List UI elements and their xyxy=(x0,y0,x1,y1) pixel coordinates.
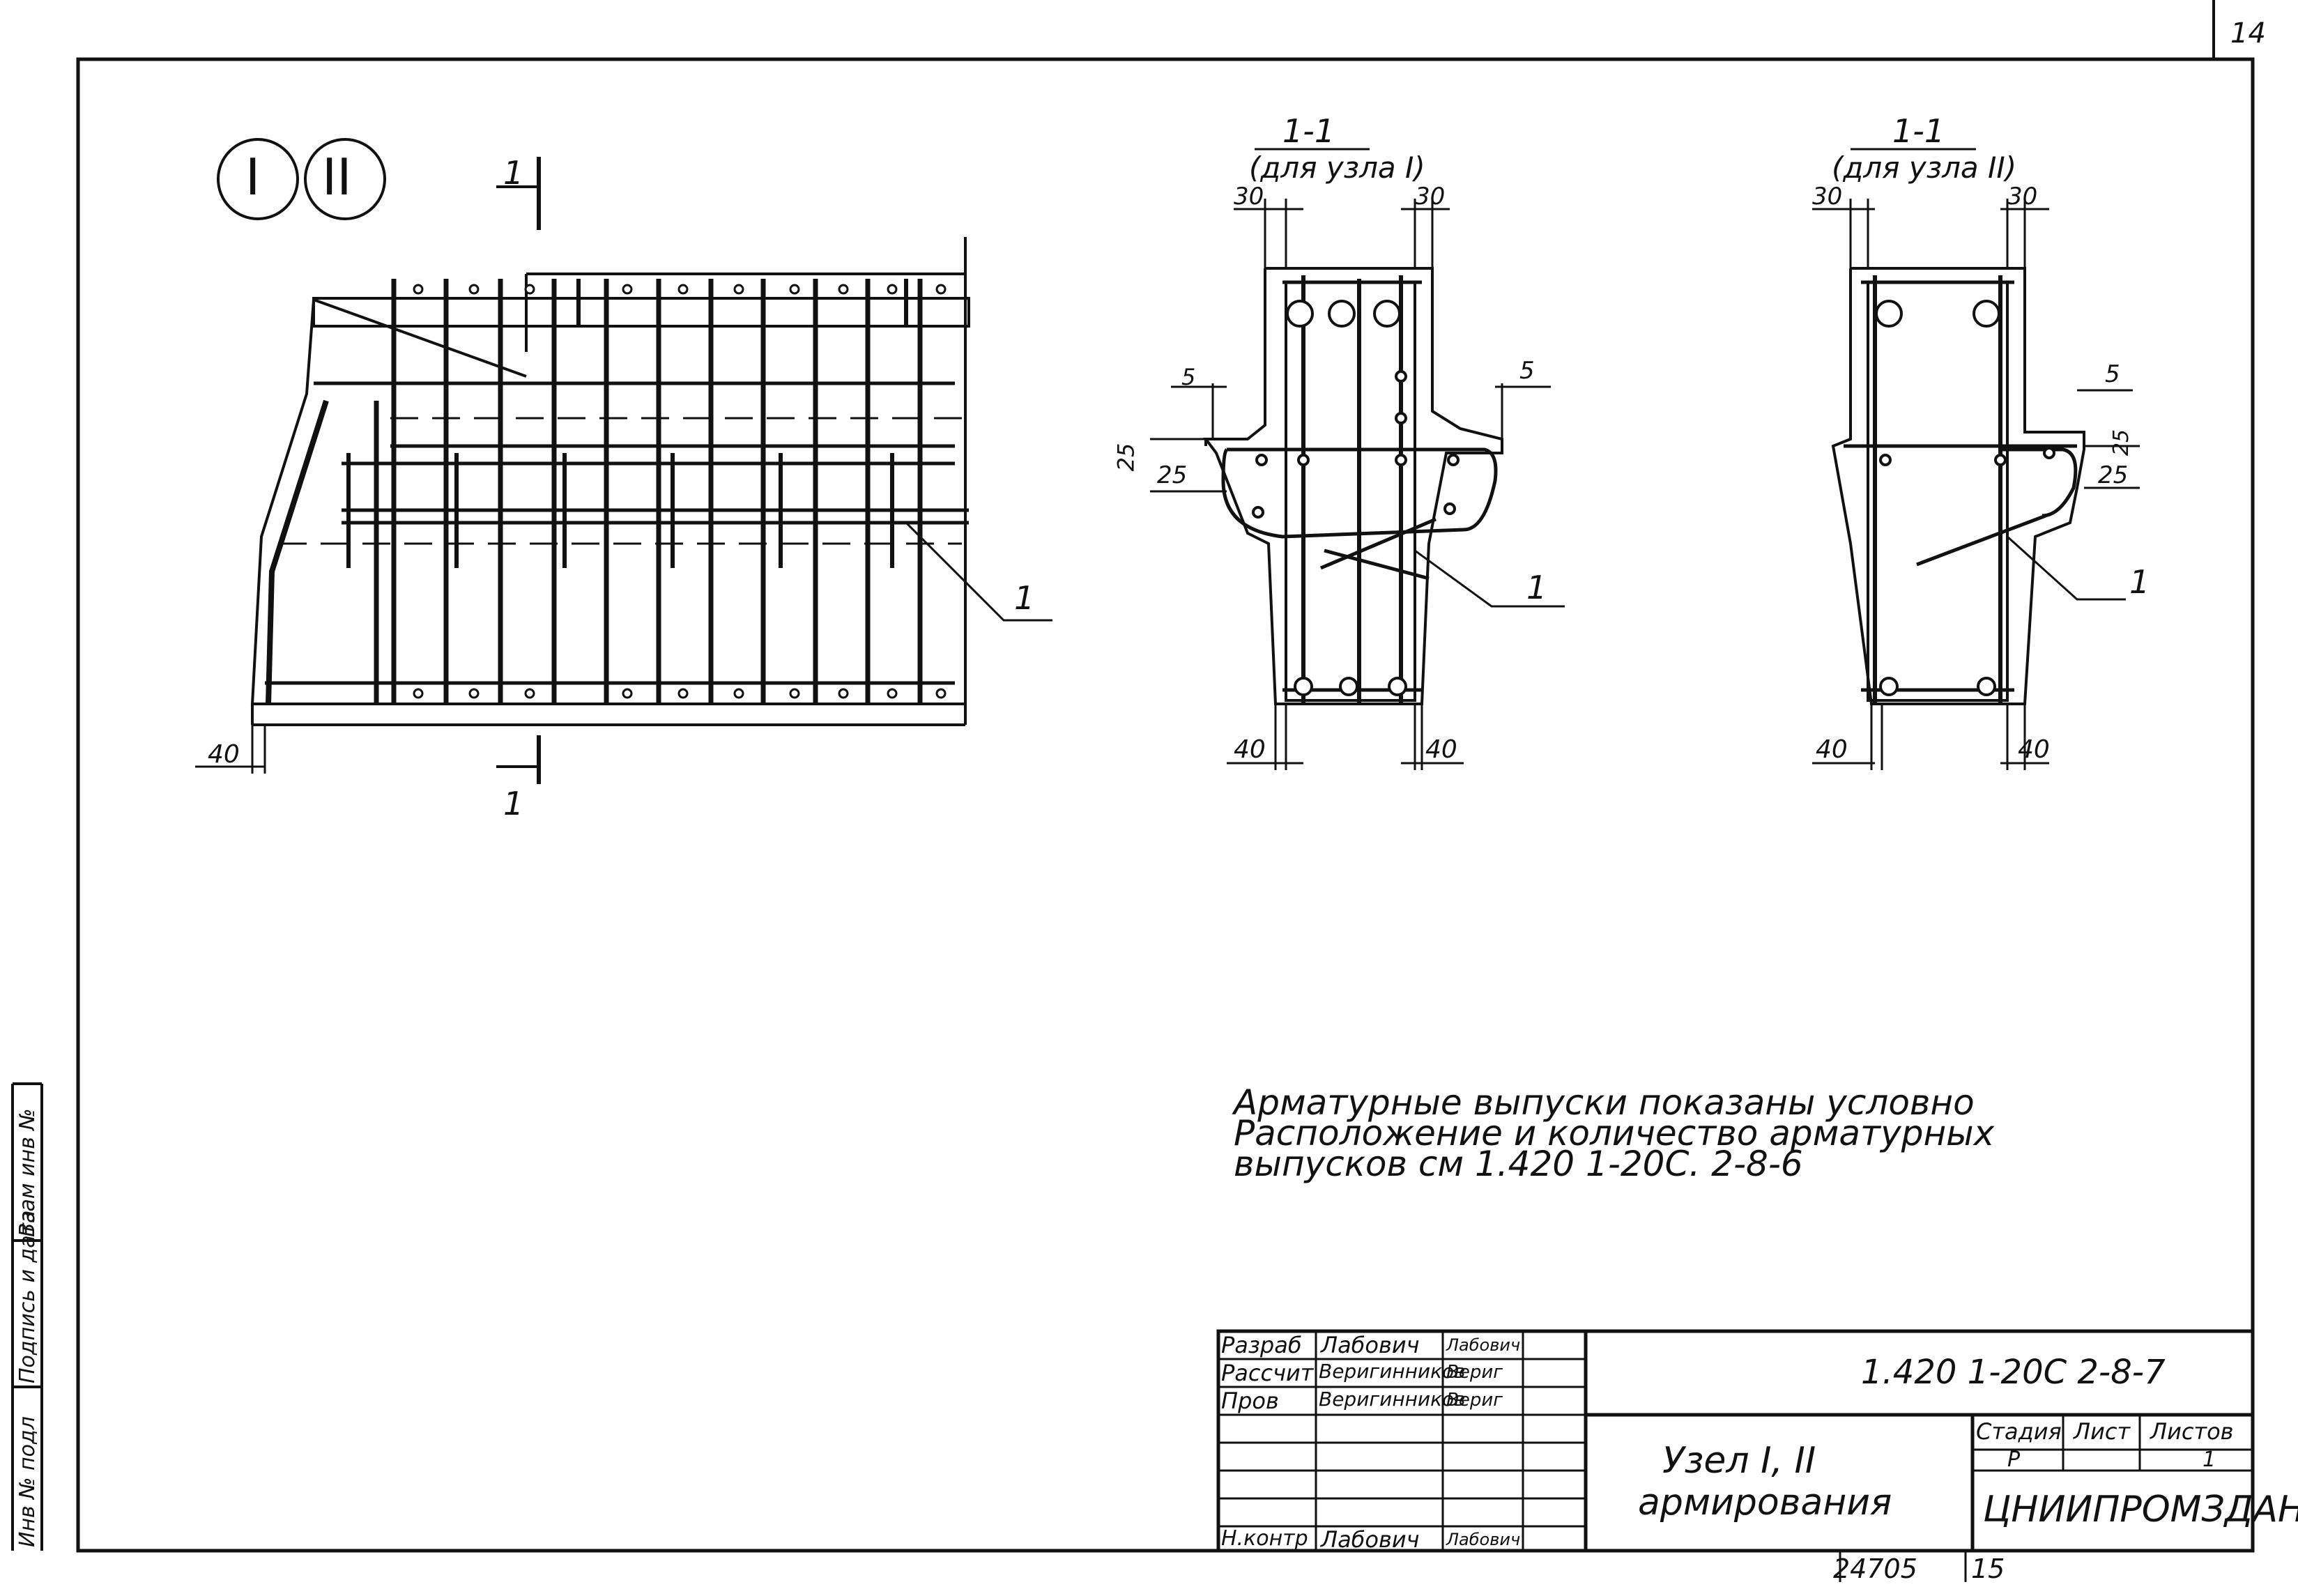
section-node-1-bars xyxy=(1252,300,1460,696)
note-line: выпусков см 1.420 1-20С. 2-8-6 xyxy=(1234,1144,1803,1184)
tb-stage-value: Р xyxy=(2007,1448,2021,1472)
tb-drawing-title-1: Узел I, II xyxy=(1662,1440,1816,1482)
section-1-subtitle: (для узла I) xyxy=(1249,151,1425,185)
section-2-subtitle: (для узла II) xyxy=(1832,151,2017,185)
title-block-grid xyxy=(1216,1329,2255,1582)
section-1-title: 1-1 xyxy=(1282,112,1335,150)
section-2-dim-bottom-left: 40 xyxy=(1816,735,1848,764)
section-2-dim-side-25b: 25 xyxy=(2098,461,2129,489)
tb-name-calculated: Веригинников xyxy=(1319,1360,1466,1383)
tb-role-checked: Пров xyxy=(1221,1388,1279,1414)
side-stamp-inventory: Инв № подл xyxy=(15,1416,40,1547)
tb-sheets-value: 1 xyxy=(2203,1448,2216,1472)
tb-sign-normcontrol: Лабович xyxy=(1446,1530,1521,1549)
section-2-title: 1-1 xyxy=(1892,112,1945,150)
elevation-callout: 1 xyxy=(1014,579,1035,617)
tb-name-normcontrol: Лабович xyxy=(1321,1526,1420,1553)
section-node-2-bars xyxy=(1875,300,2055,696)
elevation-dim-bottom-left: 40 xyxy=(208,740,240,769)
section-2-dim-top-left: 30 xyxy=(1812,183,1843,210)
section-2-dim-shelf: 5 xyxy=(2105,360,2120,388)
tb-sign-developed: Лабович xyxy=(1446,1335,1521,1355)
side-stamp-replace: Взам инв № xyxy=(15,1108,40,1237)
section-node-1 xyxy=(1150,148,1565,770)
section-1-dim-side-25b: 25 xyxy=(1157,461,1188,489)
section-2-callout: 1 xyxy=(2129,563,2150,601)
general-note: Арматурные выпуски показаны условно Расп… xyxy=(1234,1082,1995,1184)
tb-role-normcontrol: Н.контр xyxy=(1221,1526,1308,1551)
section-1-dim-top-left: 30 xyxy=(1234,183,1264,210)
elevation-bar-dots xyxy=(413,284,947,699)
tb-drawing-title-2: армирования xyxy=(1638,1482,1892,1524)
section-mark-top: 1 xyxy=(503,154,524,192)
section-node-2 xyxy=(1812,148,2140,770)
tb-sheets-header: Листов xyxy=(2150,1418,2234,1445)
note-line: Расположение и количество арматурных xyxy=(1234,1113,1995,1153)
tb-name-developed: Лабович xyxy=(1321,1332,1420,1358)
tb-designation: 1.420 1-20С 2-8-7 xyxy=(1861,1353,2166,1392)
tb-sign-calculated: Вериг xyxy=(1446,1362,1503,1383)
tb-sheet-header: Лист xyxy=(2074,1418,2131,1445)
section-2-dim-side-25a: 25 xyxy=(2109,429,2134,456)
bottom-inventory-number: 24705 xyxy=(1833,1553,1917,1584)
tb-organization: ЦНИИПРОМЗДАНИЙ xyxy=(1983,1489,2298,1530)
section-2-dim-bottom-right: 40 xyxy=(2018,735,2050,764)
note-line: Арматурные выпуски показаны условно xyxy=(1234,1082,1975,1123)
tb-sign-checked: Вериг xyxy=(1446,1390,1503,1411)
section-mark-bottom: 1 xyxy=(503,785,524,822)
section-1-dim-bottom-right: 40 xyxy=(1425,735,1457,764)
tb-role-calculated: Рассчит xyxy=(1221,1360,1314,1386)
node-label-ii: II xyxy=(322,148,352,206)
tb-stage-header: Стадия xyxy=(1976,1418,2062,1445)
section-1-dim-bottom-left: 40 xyxy=(1234,735,1266,764)
section-1-callout: 1 xyxy=(1526,569,1547,606)
node-label-i: I xyxy=(245,148,261,206)
bottom-format-number: 15 xyxy=(1971,1553,2005,1584)
section-2-dim-top-right: 30 xyxy=(2007,183,2038,210)
section-1-dim-side-25a: 25 xyxy=(1112,443,1140,472)
page-number: 14 xyxy=(2230,17,2266,49)
tb-name-checked: Веригинников xyxy=(1319,1388,1466,1411)
elevation-view xyxy=(195,138,1052,784)
section-1-dim-top-right: 30 xyxy=(1415,183,1446,210)
section-1-dim-shelf-left: 5 xyxy=(1181,364,1196,390)
tb-role-developed: Разраб xyxy=(1221,1332,1302,1358)
section-1-dim-shelf-right: 5 xyxy=(1519,357,1535,385)
